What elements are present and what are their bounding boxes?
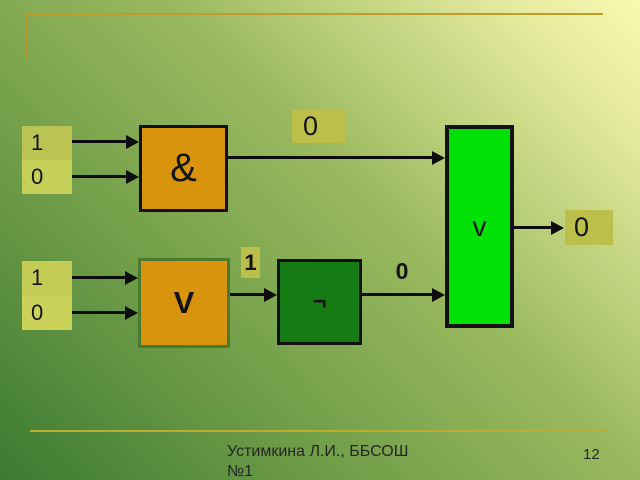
wire-shaft: [72, 140, 128, 143]
not-output-value: 0: [395, 257, 409, 284]
input-row2-top-value: 1: [31, 265, 44, 291]
final-output-value-box: 0: [565, 210, 613, 245]
arrow-row2-input-bottom: [72, 306, 138, 320]
arrow-head-icon: [126, 135, 139, 149]
and-output-value-box: 0: [292, 110, 345, 143]
input-row1-top-value: 1: [22, 126, 72, 160]
footer-credit: Устимкина Л.И., ББСОШ №1: [227, 443, 409, 480]
arrow-head-icon: [264, 288, 277, 302]
arrow-head-icon: [432, 288, 445, 302]
final-or-gate-label: v: [472, 210, 487, 242]
wire-shaft: [514, 226, 553, 229]
or-gate-label: V: [173, 285, 195, 320]
or-gate: V: [138, 258, 230, 348]
arrow-head-icon: [125, 306, 138, 320]
not-output-value-box: 0: [390, 258, 414, 284]
and-output-value: 0: [303, 111, 319, 141]
accent-corner-line: [25, 13, 603, 59]
final-output-value: 0: [574, 212, 590, 242]
arrow-row1-input-top: [72, 135, 139, 149]
wire-shaft: [72, 311, 127, 314]
arrow-final-output: [514, 221, 564, 235]
not-gate: ¬: [277, 259, 362, 345]
wire-shaft: [230, 293, 266, 296]
wire-shaft: [228, 156, 434, 159]
footer-divider-line: [30, 430, 608, 432]
wire-shaft: [72, 276, 127, 279]
page-number: 12: [583, 446, 600, 463]
final-or-gate: v: [445, 125, 514, 328]
arrow-head-icon: [551, 221, 564, 235]
and-gate: &: [139, 125, 228, 212]
input-row1-bottom-value: 0: [31, 164, 44, 189]
wire-shaft: [362, 293, 434, 296]
arrow-row2-input-top: [72, 271, 138, 285]
input-box-row2: 1 0: [22, 261, 72, 330]
arrow-or-output: [230, 288, 277, 302]
not-gate-label: ¬: [312, 288, 327, 315]
arrow-head-icon: [125, 271, 138, 285]
arrow-row1-input-bottom: [72, 170, 139, 184]
or-output-value: 1: [244, 249, 257, 275]
arrow-not-output: [362, 288, 445, 302]
and-gate-label: &: [170, 146, 197, 190]
input-box-row1: 1 0: [22, 126, 72, 194]
arrow-and-output: [228, 151, 445, 165]
arrow-head-icon: [432, 151, 445, 165]
wire-shaft: [72, 175, 128, 178]
input-row2-bottom-value: 0: [31, 299, 44, 325]
or-output-value-box: 1: [241, 247, 260, 278]
arrow-head-icon: [126, 170, 139, 184]
